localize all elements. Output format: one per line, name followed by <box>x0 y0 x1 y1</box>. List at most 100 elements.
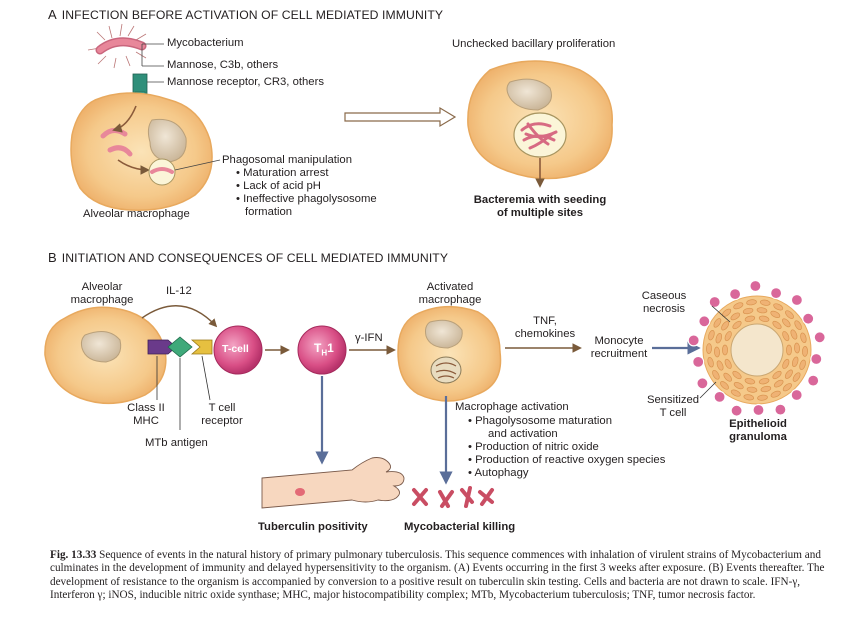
alveolar-b-line2: macrophage <box>70 294 134 306</box>
class2-line2: MHC <box>133 415 159 427</box>
epithelioid-cell <box>744 315 756 322</box>
epithelioid-cell <box>790 329 798 340</box>
sensitized-t-cell <box>813 331 826 344</box>
killing-label: Mycobacterial killing <box>404 521 516 533</box>
mycobacterium-icon <box>87 23 147 69</box>
mtb-antigen-label: MTb antigen <box>145 437 208 449</box>
il12-label: IL-12 <box>166 285 192 297</box>
sensitized-t-cell <box>752 403 765 417</box>
act-bullet-1b: and activation <box>488 428 558 440</box>
sensitized-t-cell <box>713 390 726 403</box>
activation-bullets: • Phagolysosome maturation and activatio… <box>468 415 666 479</box>
bacteremia-line2: of multiple sites <box>497 207 583 219</box>
section-b-title: B INITIATION AND CONSEQUENCES OF CELL MED… <box>48 250 448 265</box>
alveolar-b-line1: Alveolar <box>81 281 123 293</box>
class2-label: Class II MHC <box>118 402 174 428</box>
epithelioid-cell <box>770 310 781 318</box>
epithelioid-cell <box>758 378 770 385</box>
epithelioid-cell <box>799 359 806 370</box>
alveolar-macrophage-label: Alveolar macrophage <box>83 208 190 220</box>
epithelioid-cell <box>772 370 782 380</box>
unchecked-label: Unchecked bacillary proliferation <box>452 38 616 50</box>
epithelioid-label: Epithelioid granuloma <box>712 418 804 444</box>
section-b-title-text: INITIATION AND CONSEQUENCES OF CELL MEDI… <box>61 251 449 265</box>
act-bullet-4: Autophagy <box>474 467 529 479</box>
epithelioid-cell <box>724 331 732 342</box>
tcell-receptor-line1: T cell <box>208 402 236 414</box>
killed-bacteria-icon <box>412 486 494 508</box>
alveolar-macrophage-a <box>70 92 213 211</box>
sensitized-t-cell <box>802 312 815 325</box>
figure-caption: Fig. 13.33 Sequence of events in the nat… <box>50 549 825 603</box>
sensitized-t-cell <box>790 388 803 402</box>
act-bullet-3: Production of reactive oxygen species <box>475 454 666 466</box>
section-b-letter: B <box>48 250 57 265</box>
epithelioid-cell <box>784 369 793 379</box>
act-bullet-2: Production of nitric oxide <box>475 441 599 453</box>
epithelioid-cell <box>786 344 792 356</box>
epithelioid-cell <box>746 386 758 393</box>
epithelioid-cell <box>712 369 720 380</box>
t-cell-icon <box>213 325 263 375</box>
epithelioid-line1: Epithelioid <box>729 418 787 430</box>
tnf-label: TNF, chemokines <box>505 315 585 341</box>
th1-num: 1 <box>327 341 334 355</box>
class2-line1: Class II <box>127 402 165 414</box>
epithelioid-cell <box>733 382 744 390</box>
section-a-title-text: INFECTION BEFORE ACTIVATION OF CELL MEDI… <box>61 8 444 22</box>
epithelioid-cell <box>785 310 794 319</box>
epithelioid-cell <box>792 372 801 382</box>
epithelioid-cell <box>732 370 742 380</box>
epithelioid-cell <box>708 330 715 341</box>
mycobacterium-label: Mycobacterium <box>167 37 244 49</box>
epithelioid-cell <box>782 358 790 369</box>
epithelioid-line2: granuloma <box>729 431 787 443</box>
epithelioid-cell <box>716 360 724 371</box>
epithelioid-cell <box>772 320 782 330</box>
mhc-antigen-complex <box>147 336 213 358</box>
granuloma-icon <box>687 279 826 417</box>
epithelioid-cell <box>757 394 768 401</box>
sensitized-t-cell <box>790 293 804 307</box>
epithelioid-cell <box>722 344 728 356</box>
tnf-line2: chemokines <box>514 328 576 340</box>
ifn-label: γ-IFN <box>355 332 383 344</box>
section-a-title: A INFECTION BEFORE ACTIVATION OF CELL MED… <box>48 7 443 22</box>
epithelioid-cell <box>714 346 720 358</box>
tcell-receptor-line2: receptor <box>201 415 243 427</box>
tnf-line1: TNF, <box>533 315 557 327</box>
caption-fig: Fig. 13.33 <box>50 549 97 561</box>
t-cell-label: T-cell <box>222 343 249 355</box>
phagosomal-bullets: • Maturation arrest • Lack of acid pH • … <box>236 167 377 218</box>
phagosomal-label: Phagosomal manipulation <box>222 154 352 166</box>
epithelioid-cell <box>743 394 755 401</box>
sensitized-t-cell <box>749 279 762 293</box>
alveolar-macrophage-b <box>44 306 167 405</box>
caption-text: Sequence of events in the natural histor… <box>50 549 825 602</box>
sensitized-t-cell <box>687 334 700 347</box>
section-a-letter: A <box>48 7 57 22</box>
caseous-line1: Caseous <box>641 290 687 302</box>
bullet-ineffective: Ineffective phagolysosome <box>243 193 377 205</box>
act-bullet-1: Phagolysosome maturation <box>475 415 612 427</box>
epithelioid-cell <box>756 307 768 314</box>
epithelioid-cell <box>746 299 757 306</box>
arm-icon <box>261 457 405 509</box>
arrow-a-right <box>344 106 457 128</box>
sensitized-t-cell <box>692 355 705 368</box>
sensitized-label: Sensitized T cell <box>640 394 706 420</box>
activated-label: Activated macrophage <box>410 281 490 307</box>
epithelioid-cell <box>758 315 770 322</box>
bacteremia-label: Bacteremia with seeding of multiple site… <box>462 194 618 220</box>
epithelioid-cell <box>707 356 714 368</box>
mannose-receptor-label: Mannose receptor, CR3, others <box>167 76 324 88</box>
epithelioid-cell <box>782 318 791 328</box>
sensitized-line2: T cell <box>659 407 687 419</box>
sensitized-t-cell <box>708 295 721 309</box>
epithelioid-cell <box>773 379 784 388</box>
epithelioid-cell <box>742 307 754 315</box>
epithelioid-cell <box>770 390 781 398</box>
activated-macrophage <box>397 305 502 402</box>
epithelioid-cell <box>706 343 712 354</box>
monocyte-line2: recruitment <box>590 348 648 360</box>
